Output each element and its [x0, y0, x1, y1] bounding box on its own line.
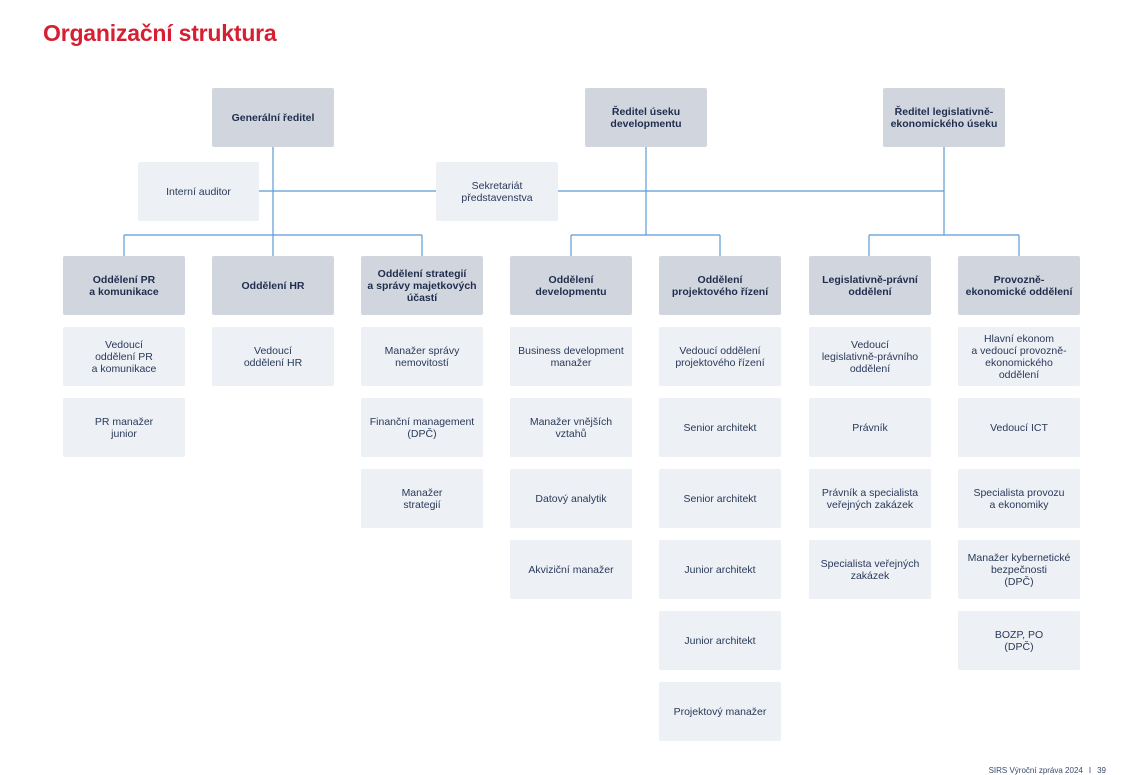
dept-operations-economics: Provozně- ekonomické oddělení — [958, 256, 1080, 315]
role-box: BOZP, PO (DPČ) — [958, 611, 1080, 670]
box-general-director: Generální ředitel — [212, 88, 334, 147]
dept-project-management: Oddělení projektového řízení — [659, 256, 781, 315]
role-box: Junior architekt — [659, 611, 781, 670]
dept-development: Oddělení developmentu — [510, 256, 632, 315]
role-box: Specialista provozu a ekonomiky — [958, 469, 1080, 528]
role-box: Junior architekt — [659, 540, 781, 599]
role-box: Manažer kybernetické bezpečnosti (DPČ) — [958, 540, 1080, 599]
role-box: Business development manažer — [510, 327, 632, 386]
role-box: Akviziční manažer — [510, 540, 632, 599]
role-box: Vedoucí ICT — [958, 398, 1080, 457]
role-box: Finanční management (DPČ) — [361, 398, 483, 457]
role-box: Vedoucí oddělení HR — [212, 327, 334, 386]
footer-report-name: SIRS Výroční zpráva 2024 — [988, 766, 1083, 775]
footer-separator: I — [1088, 766, 1092, 775]
page-number: 39 — [1097, 766, 1106, 775]
role-box: Manažer správy nemovitostí — [361, 327, 483, 386]
role-box: Vedoucí oddělení projektového řízení — [659, 327, 781, 386]
role-box: Hlavní ekonom a vedoucí provozně- ekonom… — [958, 327, 1080, 386]
role-box: Senior architekt — [659, 398, 781, 457]
role-box: Právník a specialista veřejných zakázek — [809, 469, 931, 528]
page-footer: SIRS Výroční zpráva 2024 I 39 — [989, 766, 1106, 775]
dept-strategy-assets: Oddělení strategií a správy majetkových … — [361, 256, 483, 315]
role-box: Manažer vnějších vztahů — [510, 398, 632, 457]
box-internal-auditor: Interní auditor — [138, 162, 259, 221]
role-box: Senior architekt — [659, 469, 781, 528]
page-title: Organizační struktura — [43, 20, 277, 46]
role-box: Právník — [809, 398, 931, 457]
dept-legal: Legislativně-právní oddělení — [809, 256, 931, 315]
role-box: Projektový manažer — [659, 682, 781, 741]
box-dev-director: Ředitel úseku developmentu — [585, 88, 707, 147]
dept-hr: Oddělení HR — [212, 256, 334, 315]
role-box: Vedoucí legislativně-právního oddělení — [809, 327, 931, 386]
role-box: Vedoucí oddělení PR a komunikace — [63, 327, 185, 386]
role-box: Datový analytik — [510, 469, 632, 528]
box-board-secretariat: Sekretariát představenstva — [436, 162, 558, 221]
role-box: Specialista veřejných zakázek — [809, 540, 931, 599]
dept-pr-communication: Oddělení PR a komunikace — [63, 256, 185, 315]
role-box: PR manažer junior — [63, 398, 185, 457]
role-box: Manažer strategií — [361, 469, 483, 528]
box-legal-director: Ředitel legislativně- ekonomického úseku — [883, 88, 1005, 147]
